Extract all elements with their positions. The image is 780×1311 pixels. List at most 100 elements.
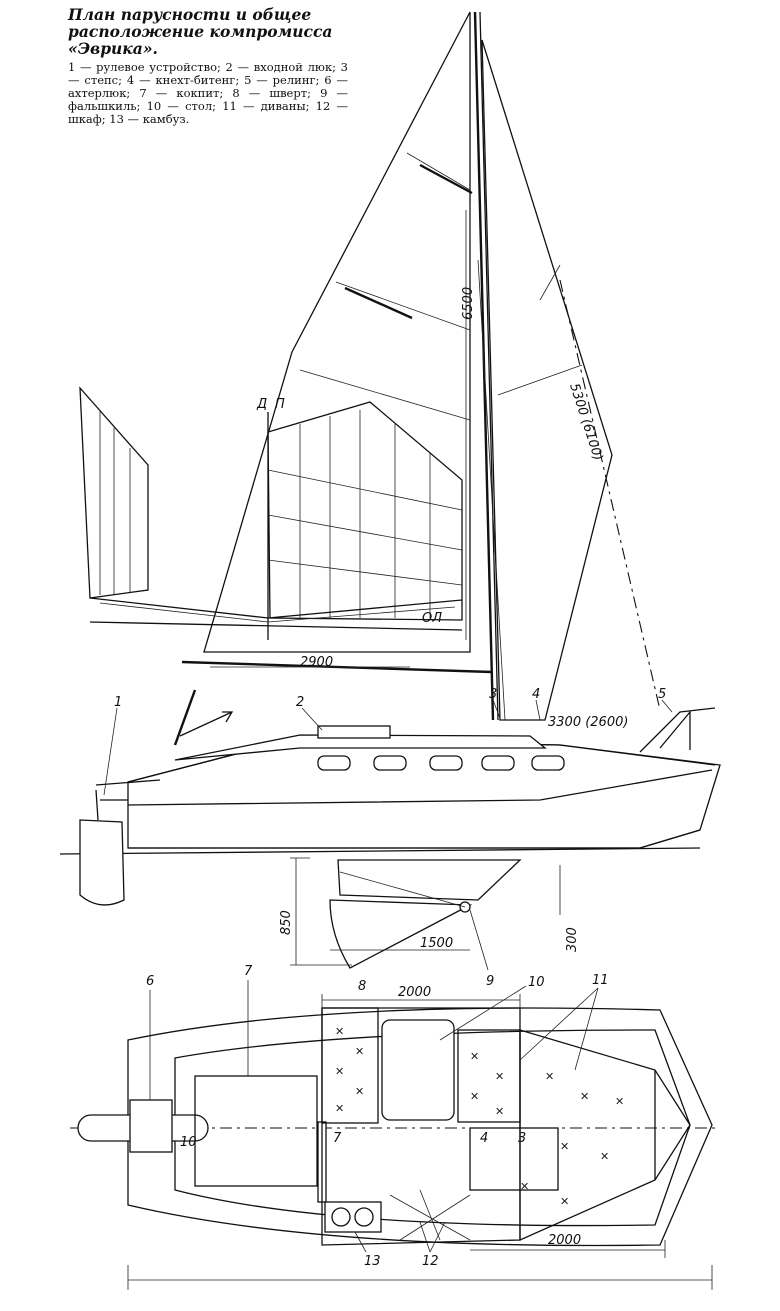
plan-leader-11b bbox=[574, 987, 599, 1071]
dim-draft-line bbox=[290, 857, 352, 966]
boat-profile: 2900 bbox=[59, 655, 721, 994]
dim-bow-line bbox=[470, 1240, 666, 1258]
porthole bbox=[481, 755, 515, 771]
cushion-mark: ✕ bbox=[560, 1195, 569, 1208]
plan-leader-10 bbox=[439, 985, 527, 1041]
leader-2 bbox=[301, 707, 323, 731]
centerboard bbox=[329, 899, 473, 969]
spinnaker-panel-left bbox=[79, 386, 149, 599]
cushion-mark: ✕ bbox=[470, 1090, 479, 1103]
dim-draft: 850 bbox=[279, 910, 294, 935]
plan-callout-10-top: 10 bbox=[528, 975, 545, 990]
dim-luff: 5300 (6100) bbox=[566, 382, 605, 463]
leader-4 bbox=[535, 699, 541, 721]
plan-callout-12: 12 bbox=[422, 1254, 439, 1269]
galley bbox=[324, 1201, 382, 1233]
cushion-mark: ✕ bbox=[355, 1045, 364, 1058]
spinnaker-horiz-3 bbox=[267, 559, 463, 586]
plan-callout-10: 10 bbox=[180, 1135, 197, 1150]
caption-legend: 1 — рулевое устройство; 2 — входной люк;… bbox=[68, 60, 348, 126]
dim-foot: 3300 (2600) bbox=[548, 715, 628, 730]
deck-plan: ✕ ✕ ✕ ✕ ✕ ✕ ✕ ✕ ✕ ✕ ✕ ✕ ✕ ✕ ✕ ✕ 2000 20 bbox=[70, 964, 715, 1290]
tiller bbox=[173, 689, 197, 746]
mainsail bbox=[203, 11, 471, 653]
shroud bbox=[477, 259, 506, 721]
cushion-mark: ✕ bbox=[335, 1065, 344, 1078]
false-keel bbox=[337, 859, 522, 901]
mainsail-batten-1 bbox=[419, 163, 473, 195]
callout-2: 2 bbox=[296, 695, 304, 710]
cushion-mark: ✕ bbox=[580, 1090, 589, 1103]
centerboard-dash bbox=[339, 871, 466, 908]
rudder-stock bbox=[95, 779, 161, 821]
dim-mast-height: 6500 bbox=[461, 287, 476, 320]
callout-5: 5 bbox=[658, 687, 666, 702]
dim-cabin-line bbox=[321, 994, 521, 1010]
cushion-mark: ✕ bbox=[495, 1070, 504, 1083]
plan-callout-7: 7 bbox=[244, 964, 253, 979]
cushion-mark: ✕ bbox=[520, 1180, 529, 1193]
spinnaker-panel-right bbox=[267, 401, 463, 621]
dim-bow: 2000 bbox=[548, 1233, 581, 1248]
dim-cabin: 2000 bbox=[398, 985, 431, 1000]
sail-baseline bbox=[89, 621, 463, 631]
dim-keel-length: 1500 bbox=[420, 936, 453, 951]
waterline-hull bbox=[59, 847, 701, 855]
dim-keel-depth: 300 bbox=[565, 927, 580, 952]
cushion-mark: ✕ bbox=[615, 1095, 624, 1108]
mainsail-batten-2 bbox=[344, 286, 413, 320]
plan-leader-11a bbox=[519, 987, 599, 1061]
leader-9 bbox=[469, 909, 489, 971]
cabin-top bbox=[174, 734, 547, 761]
bow-pulpit bbox=[639, 707, 716, 753]
porthole bbox=[429, 755, 463, 771]
dim-boom: 2900 bbox=[300, 655, 333, 670]
callout-3: 3 bbox=[489, 687, 497, 702]
plan-callout-6: 6 bbox=[146, 974, 154, 989]
caption-title: План парусности и общее рас­положение ко… bbox=[68, 5, 333, 58]
station-d-label: Д bbox=[256, 397, 267, 412]
cushion-mark: ✕ bbox=[335, 1025, 344, 1038]
callout-1: 1 bbox=[114, 695, 122, 710]
table bbox=[381, 1019, 455, 1121]
station-p-label: П bbox=[275, 397, 285, 412]
mainsail-seam-2 bbox=[335, 281, 471, 331]
jib-seam-2 bbox=[497, 364, 583, 396]
cushion-marks: ✕ ✕ ✕ ✕ ✕ ✕ ✕ ✕ ✕ ✕ ✕ ✕ ✕ ✕ ✕ ✕ bbox=[335, 1025, 624, 1208]
mast-inner-line bbox=[479, 11, 499, 721]
cupboard-diagonals bbox=[389, 1189, 471, 1241]
cushion-mark: ✕ bbox=[355, 1085, 364, 1098]
callout-4: 4 bbox=[532, 687, 540, 702]
leader-5 bbox=[661, 699, 673, 713]
plan-inner-outline bbox=[174, 1029, 691, 1227]
portholes bbox=[317, 755, 565, 771]
stern-arrow bbox=[179, 711, 234, 737]
plan-callout-13: 13 bbox=[364, 1254, 381, 1269]
spinnaker-horiz-1 bbox=[267, 469, 463, 511]
forward-berth bbox=[519, 1029, 691, 1242]
plan-hull-outline bbox=[127, 1007, 713, 1247]
chine-line bbox=[127, 769, 713, 806]
spinnaker-horiz-2 bbox=[267, 514, 463, 551]
leader-3 bbox=[492, 699, 501, 719]
plan-callout-7-cockpit: 7 bbox=[333, 1131, 342, 1146]
figure-caption: План парусности и общее рас­положение ко… bbox=[68, 6, 348, 126]
galley-burner bbox=[354, 1207, 374, 1227]
plan-callout-4: 4 bbox=[480, 1131, 488, 1146]
callout-8: 8 bbox=[358, 979, 366, 994]
cushion-mark: ✕ bbox=[600, 1150, 609, 1163]
waterline-label: ОЛ bbox=[422, 611, 442, 626]
plan-leader-13 bbox=[354, 1231, 367, 1253]
leader-1 bbox=[103, 707, 118, 796]
cushion-mark: ✕ bbox=[495, 1105, 504, 1118]
cushion-mark: ✕ bbox=[335, 1102, 344, 1115]
mast-step-area bbox=[469, 1127, 559, 1191]
jib-seam-1 bbox=[539, 264, 561, 301]
callout-9: 9 bbox=[486, 974, 494, 989]
dim-overall-line bbox=[127, 1265, 713, 1290]
settee-right bbox=[457, 1029, 521, 1123]
rudder bbox=[79, 819, 125, 906]
mainsail-seam-1 bbox=[406, 152, 471, 191]
settee-left bbox=[321, 1007, 379, 1124]
